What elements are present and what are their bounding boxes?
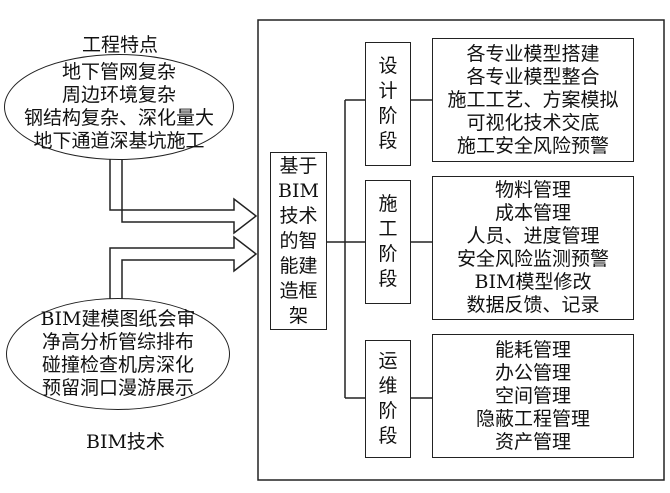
stage-construction-details: 物料管理 成本管理 人员、进度管理 安全风险监测预警 BIM模型修改 数据反馈、… xyxy=(432,176,634,320)
framework-text: 基于 xyxy=(279,154,318,177)
detail-item: 物料管理 xyxy=(494,179,571,201)
framework-text: 能建 xyxy=(279,254,318,277)
features-item: 地下通道深基坑施工 xyxy=(33,130,205,152)
detail-item: 各专业模型整合 xyxy=(466,65,600,88)
bim-title: BIM技术 xyxy=(86,431,165,453)
features-ellipse: 地下管网复杂 周边环境复杂 钢结构复杂、深化量大 地下通道深基坑施工 xyxy=(4,54,234,160)
framework-text: 造框 xyxy=(279,279,318,302)
stage-char: 计 xyxy=(378,80,398,102)
bim-item: 预留洞口漫游展示 xyxy=(41,377,194,399)
bim-ellipse: BIM建模图纸会审 净高分析管综排布 碰撞检查机房深化 预留洞口漫游展示 xyxy=(6,298,230,410)
detail-item: 空间管理 xyxy=(494,384,571,407)
detail-item: 人员、进度管理 xyxy=(466,225,600,247)
framework-text: BIM xyxy=(278,179,319,202)
detail-item: BIM模型修改 xyxy=(474,271,592,293)
bim-item: 净高分析管综排布 xyxy=(41,331,194,353)
stage-char: 运 xyxy=(378,350,398,372)
stage-char: 施 xyxy=(378,193,398,215)
features-title: 工程特点 xyxy=(82,34,159,56)
bim-item: 碰撞检查机房深化 xyxy=(41,354,194,376)
bim-item: BIM建模图纸会审 xyxy=(40,308,196,330)
detail-item: 施工安全风险预警 xyxy=(456,134,609,157)
detail-item: 安全风险监测预警 xyxy=(456,248,609,270)
framework-text: 技术 xyxy=(279,204,318,227)
detail-item: 数据反馈、记录 xyxy=(466,294,600,316)
detail-item: 施工工艺、方案模拟 xyxy=(447,88,619,111)
detail-item: 成本管理 xyxy=(494,202,571,224)
stage-char: 阶 xyxy=(378,400,398,422)
features-item: 钢结构复杂、深化量大 xyxy=(23,107,214,129)
stage-char: 阶 xyxy=(378,105,398,127)
stage-design-details: 各专业模型搭建 各专业模型整合 施工工艺、方案模拟 可视化技术交底 施工安全风险… xyxy=(432,38,634,162)
arrow-lower xyxy=(109,235,258,306)
stage-operation-details: 能耗管理 办公管理 空间管理 隐蔽工程管理 资产管理 xyxy=(432,334,634,458)
detail-item: 各专业模型搭建 xyxy=(466,42,600,65)
stage-char: 段 xyxy=(378,268,398,290)
framework-box: 基于 BIM 技术 的智 能建 造框 架 xyxy=(270,152,327,330)
stage-char: 维 xyxy=(378,375,398,397)
features-item: 地下管网复杂 xyxy=(61,61,176,83)
stage-char: 段 xyxy=(378,130,398,152)
features-item: 周边环境复杂 xyxy=(61,84,176,106)
framework-text: 的智 xyxy=(279,229,318,252)
framework-text: 架 xyxy=(288,304,308,327)
stage-char: 工 xyxy=(378,218,398,240)
stage-char: 阶 xyxy=(378,243,398,265)
detail-item: 可视化技术交底 xyxy=(466,111,600,134)
arrow-upper xyxy=(109,149,258,235)
detail-item: 办公管理 xyxy=(494,361,571,384)
stage-design-box: 设 计 阶 段 xyxy=(365,42,411,166)
stage-char: 设 xyxy=(378,55,398,77)
detail-item: 资产管理 xyxy=(494,430,571,453)
detail-item: 隐蔽工程管理 xyxy=(475,407,590,430)
stage-operation-box: 运 维 阶 段 xyxy=(365,340,411,458)
stage-char: 段 xyxy=(378,425,398,447)
stage-construction-box: 施 工 阶 段 xyxy=(365,180,411,304)
detail-item: 能耗管理 xyxy=(494,338,571,361)
